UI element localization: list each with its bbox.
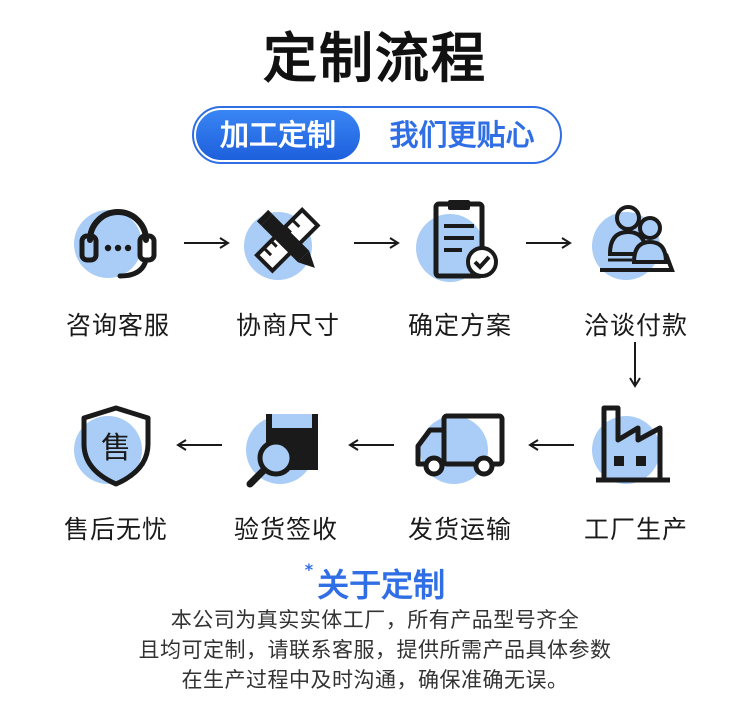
step-payment: 洽谈付款 <box>556 196 716 342</box>
step-label: 洽谈付款 <box>583 311 688 340</box>
clipboard-check-icon <box>416 200 498 282</box>
step-label: 咨询客服 <box>65 311 170 340</box>
step-label: 协商尺寸 <box>235 311 340 340</box>
step-consult: 咨询客服 <box>38 196 198 342</box>
arrow-right-icon <box>184 237 230 249</box>
pill-right-label: 我们更贴心 <box>389 118 535 152</box>
page-title: 定制流程 <box>263 27 487 90</box>
step-inspect-receive: 验货签收 <box>206 400 366 546</box>
ruler-pencil-icon <box>244 207 321 280</box>
shield-glyph: 售 <box>101 431 131 466</box>
step-label: 确定方案 <box>407 311 512 340</box>
arrow-right-icon <box>354 237 400 249</box>
inspect-box-icon <box>246 414 318 488</box>
about-line-3: 在生产过程中及时沟通，确保准确无误。 <box>181 668 569 692</box>
truck-icon <box>415 413 505 484</box>
step-factory-production: 工厂生产 <box>556 400 716 546</box>
arrow-left-icon <box>176 439 222 451</box>
arrow-right-icon <box>526 237 572 249</box>
pill-left-label: 加工定制 <box>196 110 360 160</box>
factory-icon <box>592 405 670 484</box>
shield-icon: 售 <box>74 405 151 487</box>
step-label: 验货签收 <box>233 515 338 544</box>
about-star: * <box>304 560 314 579</box>
step-shipping: 发货运输 <box>380 400 540 546</box>
headset-icon <box>74 209 157 279</box>
step-label: 工厂生产 <box>583 515 688 544</box>
step-label: 发货运输 <box>407 515 512 544</box>
about-title-text: 关于定制 <box>317 566 446 604</box>
step-after-sales: 售 售后无忧 <box>36 400 196 546</box>
about-title: *关于定制 <box>0 560 750 606</box>
step-confirm-plan: 确定方案 <box>380 196 540 342</box>
arrow-down-icon <box>629 342 641 388</box>
arrow-left-icon <box>528 439 574 451</box>
about-line-1: 本公司为真实实体工厂，所有产品型号齐全 <box>170 608 580 632</box>
about-line-2: 且均可定制，请联系客服，提供所需产品具体参数 <box>138 638 612 662</box>
arrow-left-icon <box>348 439 394 451</box>
tagline-pill: 加工定制 我们更贴心 <box>192 106 562 164</box>
users-icon <box>592 205 675 280</box>
step-negotiate-size: 协商尺寸 <box>208 196 368 342</box>
step-label: 售后无忧 <box>63 515 168 544</box>
